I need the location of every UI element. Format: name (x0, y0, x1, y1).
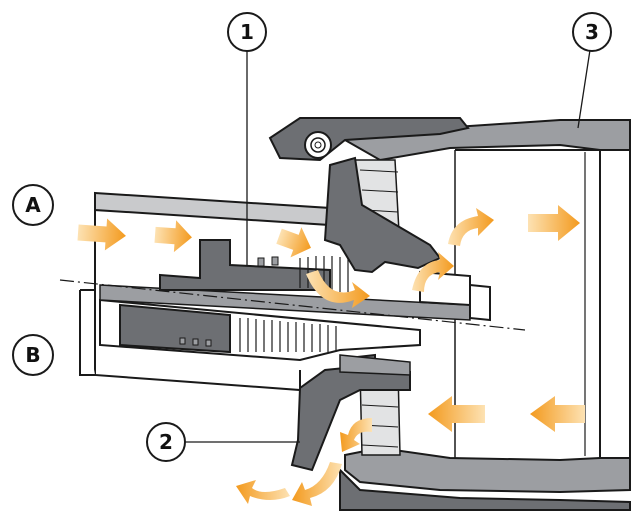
inlet-tube (59, 191, 526, 392)
callout-2-label: 2 (159, 430, 173, 454)
flow-arrow-icon (528, 205, 580, 241)
spring-lower (239, 318, 337, 352)
callout-2: 2 (146, 422, 186, 462)
flow-arrow-icon (448, 208, 494, 246)
callout-3: 3 (572, 12, 612, 52)
callout-1-label: 1 (240, 20, 254, 44)
pivot-pin-icon (304, 131, 332, 159)
flow-arrow-icon (77, 218, 126, 251)
flow-arrows (77, 205, 585, 506)
flow-arrow-icon (530, 396, 585, 432)
flow-arrow-icon (306, 270, 370, 308)
callout-1: 1 (227, 12, 267, 52)
lower-latch (290, 353, 411, 472)
flow-arrow-icon (412, 252, 454, 292)
flow-arrow-icon (292, 462, 342, 506)
upper-latch (304, 131, 442, 274)
position-b: B (12, 334, 54, 376)
leader-line-3 (577, 49, 591, 129)
position-a-label: A (25, 193, 41, 217)
leader-lines (184, 49, 591, 443)
flow-arrow-icon (154, 220, 192, 253)
position-b-label: B (25, 343, 40, 367)
flow-arrow-icon (340, 418, 372, 452)
flow-arrow-icon (428, 396, 485, 432)
position-a: A (12, 184, 54, 226)
flow-arrow-icon (276, 227, 311, 258)
flow-arrow-icon (236, 480, 290, 504)
callout-3-label: 3 (585, 20, 599, 44)
